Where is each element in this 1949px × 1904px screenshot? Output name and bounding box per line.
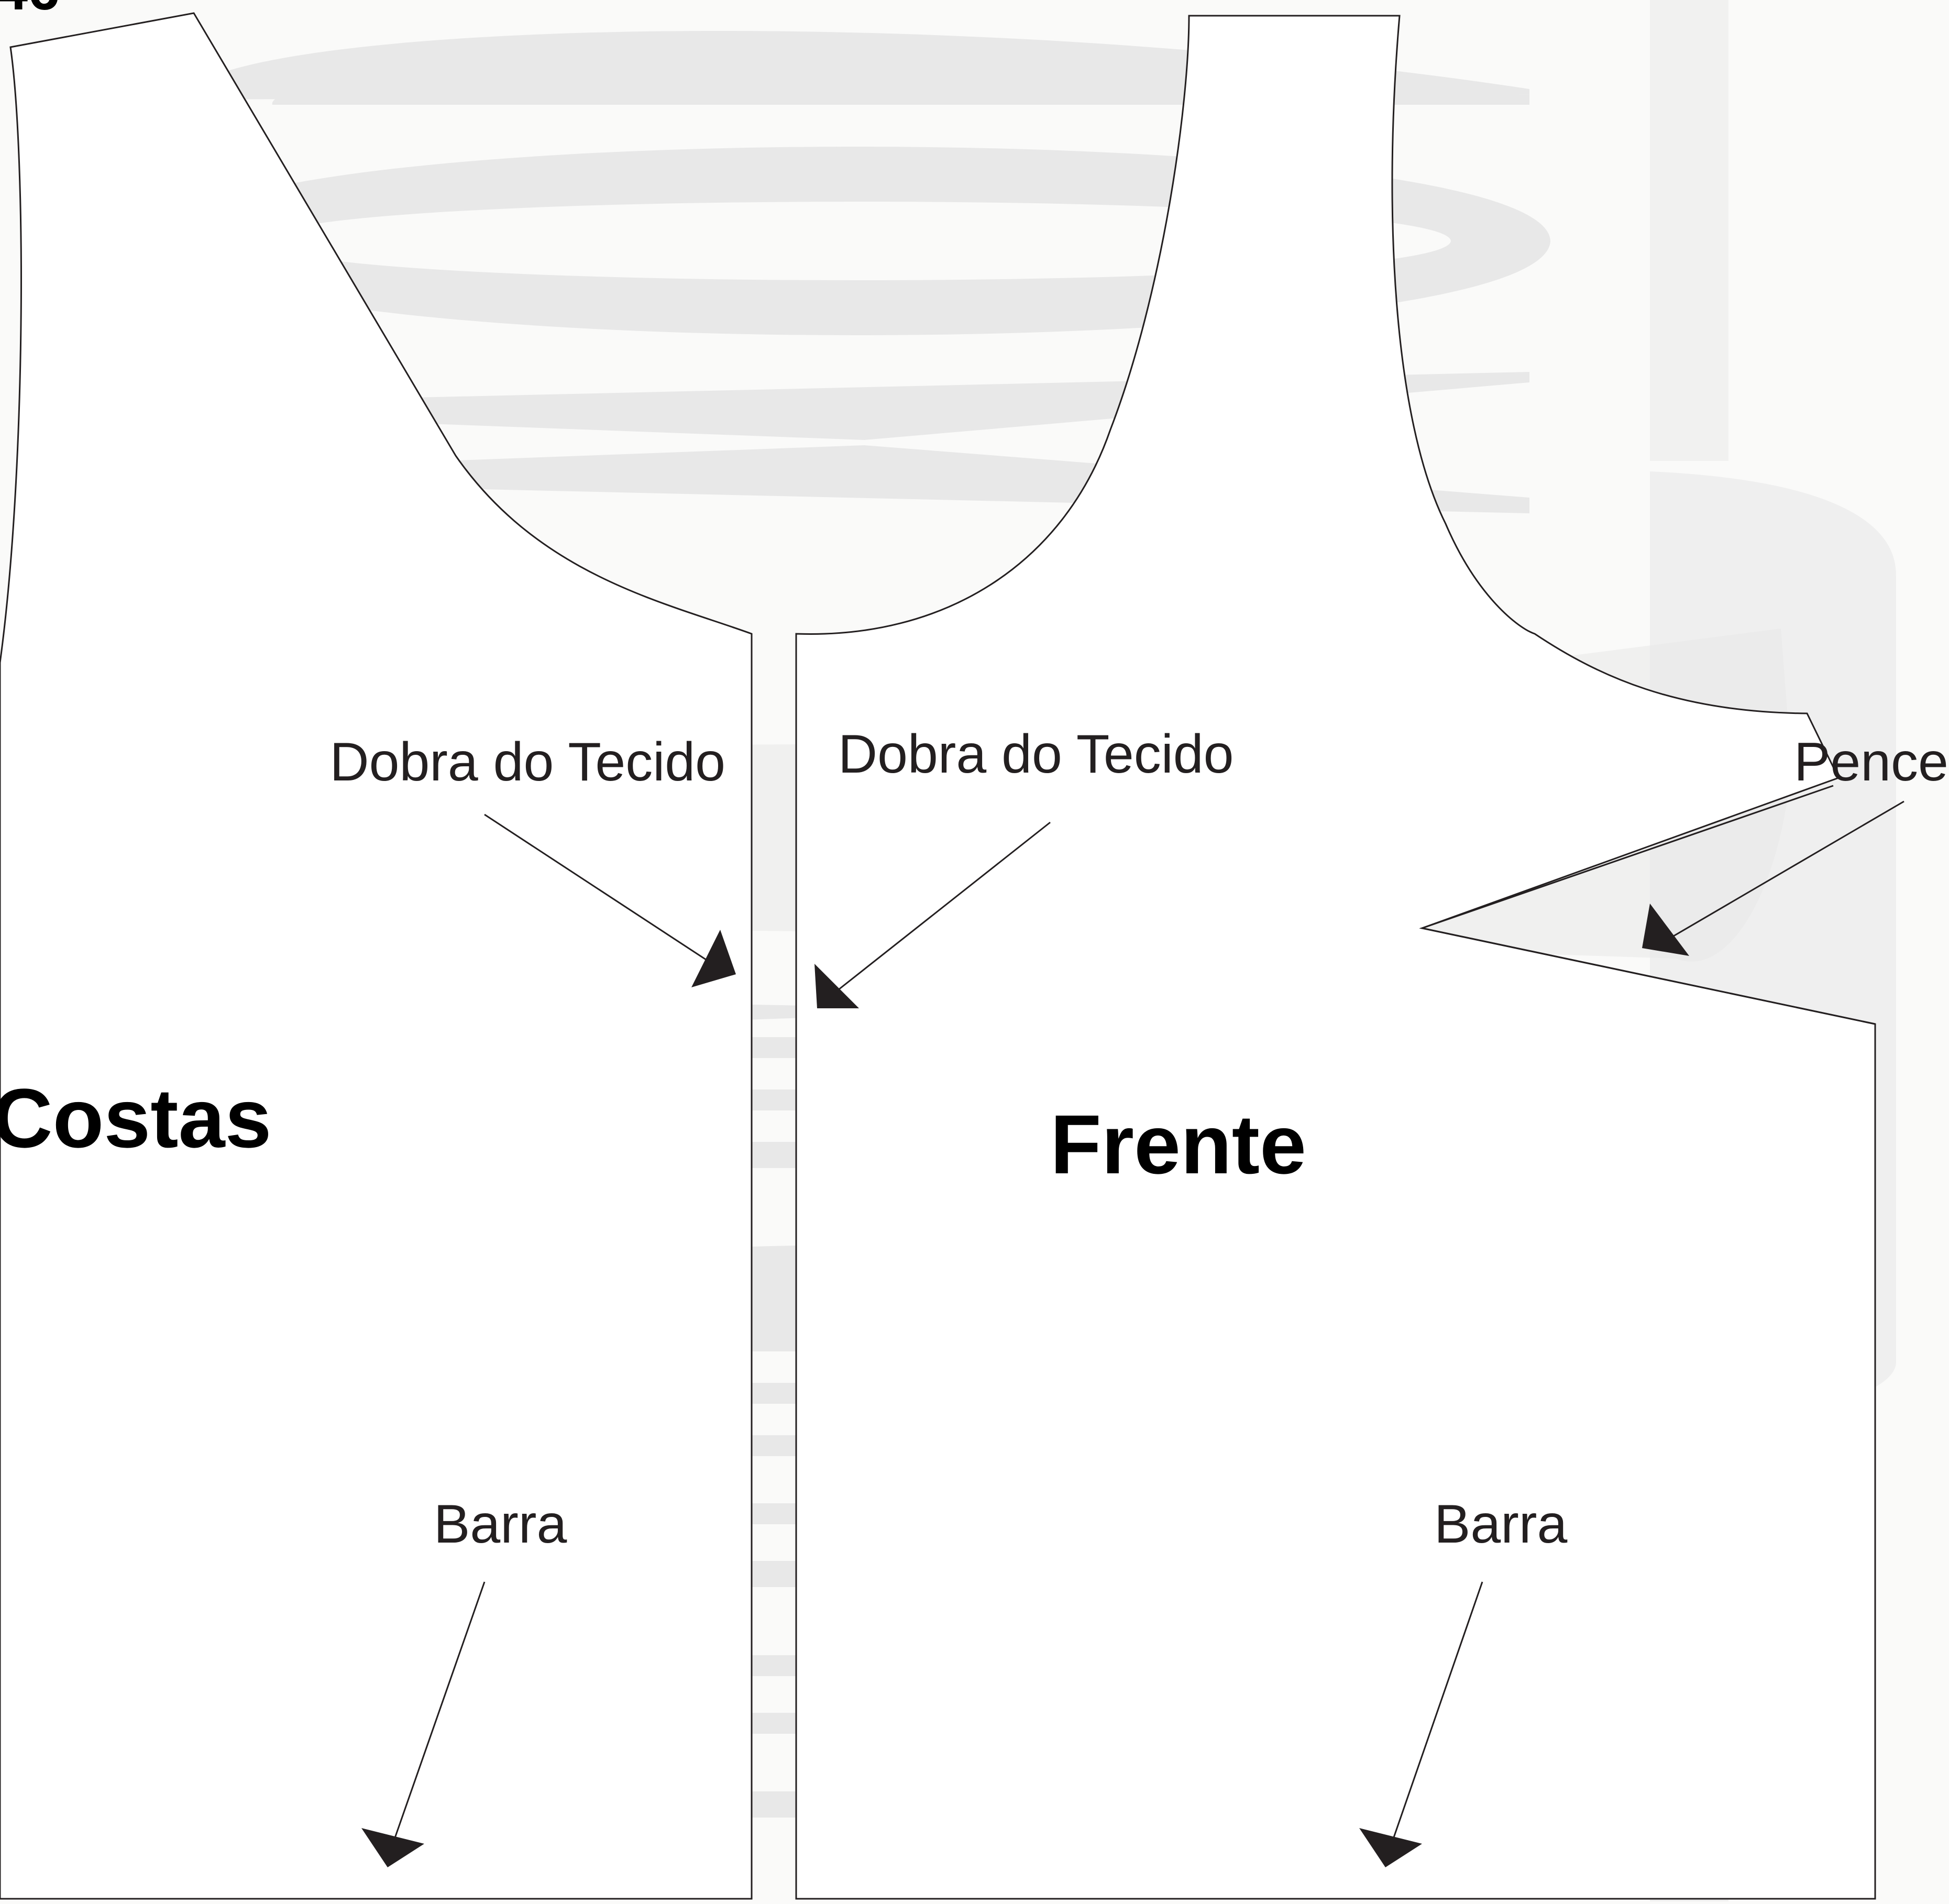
back-fold-arrow <box>484 813 736 987</box>
front-fold-label: Dobra do Tecido <box>838 724 1234 785</box>
back-fold-label: Dobra do Tecido <box>330 732 725 793</box>
front-fold-arrow <box>814 821 1051 1008</box>
dart-arrow <box>1642 800 1904 956</box>
dart-label: Pence <box>1794 732 1948 793</box>
back-hem-label: Barra <box>434 1494 567 1555</box>
back-hem-arrow <box>361 1581 486 1867</box>
front-hem-label: Barra <box>1434 1494 1567 1555</box>
back-piece-title: Costas <box>0 1071 272 1165</box>
front-pattern-piece <box>795 15 1876 1900</box>
size-label: 46 <box>0 0 60 22</box>
front-piece-title: Frente <box>1050 1097 1306 1191</box>
front-hem-arrow <box>1359 1581 1483 1867</box>
dart-lines <box>1419 785 1876 1025</box>
back-pattern-piece <box>0 12 753 1900</box>
